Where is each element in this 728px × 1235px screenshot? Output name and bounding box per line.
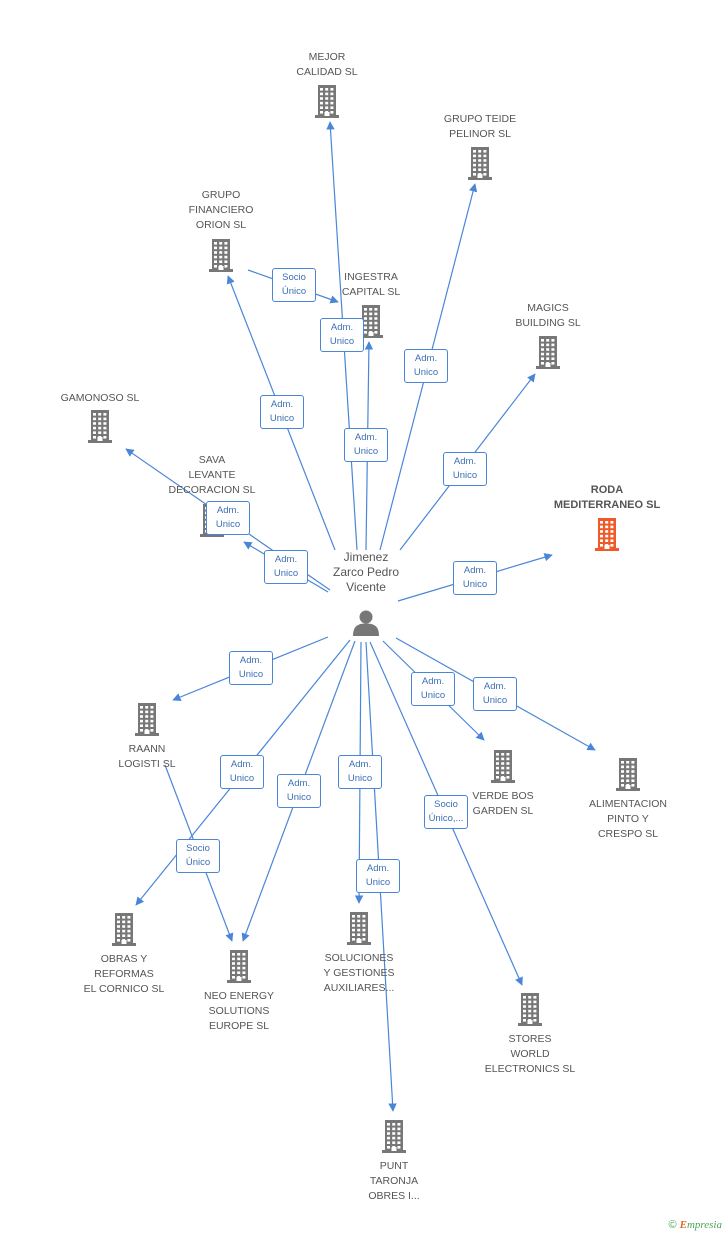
building-icon (359, 305, 383, 338)
relation-label[interactable]: Adm. Unico (453, 561, 497, 595)
copyright-symbol: © (668, 1219, 677, 1231)
relation-label[interactable]: Adm. Unico (260, 395, 304, 429)
building-icon (209, 239, 233, 272)
company-label: SOLUCIONES Y GESTIONES AUXILIARES... (323, 952, 395, 994)
empresia-logo[interactable]: ©Empresia (668, 1219, 723, 1231)
company-label: VERDE BOS GARDEN SL (472, 790, 534, 817)
company-label: PUNT TARONJA OBRES I... (368, 1160, 420, 1202)
company-label: GRUPO FINANCIERO ORION SL (188, 189, 254, 231)
building-icon (112, 913, 136, 946)
company-label: RAANN LOGISTI SL (118, 743, 176, 770)
company-label: GRUPO TEIDE PELINOR SL (443, 113, 517, 140)
relation-label[interactable]: Adm. Unico (229, 651, 273, 685)
company-label: INGESTRA CAPITAL SL (341, 271, 401, 298)
relation-label[interactable]: Socio Único,... (424, 795, 468, 829)
company-label: STORES WORLD ELECTRONICS SL (484, 1033, 576, 1075)
relation-label[interactable]: Adm. Unico (220, 755, 264, 789)
company-label: GAMONOSO SL (60, 392, 140, 404)
company-label: MAGICS BUILDING SL (515, 302, 581, 329)
building-icon (227, 950, 251, 983)
relation-label[interactable]: Socio Único (272, 268, 316, 302)
building-icon (382, 1120, 406, 1153)
relation-label[interactable]: Adm. Unico (338, 755, 382, 789)
company-label: OBRAS Y REFORMAS EL CORNICO SL (83, 953, 165, 995)
building-icon (536, 336, 560, 369)
person-name: Jimenez Zarco Pedro Vicente (332, 550, 400, 594)
person-icon (353, 610, 379, 636)
relation-label[interactable]: Adm. Unico (277, 774, 321, 808)
building-icon (468, 147, 492, 180)
company-label: MEJOR CALIDAD SL (296, 51, 358, 78)
building-icon (135, 703, 159, 736)
company-label: SAVA LEVANTE DECORACION SL (168, 454, 256, 496)
relation-label[interactable]: Adm. Unico (264, 550, 308, 584)
building-icon (595, 518, 619, 551)
building-icon (88, 410, 112, 443)
company-label: ALIMENTACION PINTO Y CRESPO SL (589, 798, 667, 840)
relation-label[interactable]: Adm. Unico (411, 672, 455, 706)
building-icon (616, 758, 640, 791)
building-icon (315, 85, 339, 118)
relation-label[interactable]: Socio Único (176, 839, 220, 873)
relation-label[interactable]: Adm. Unico (473, 677, 517, 711)
relation-label[interactable]: Adm. Unico (443, 452, 487, 486)
relation-label[interactable]: Adm. Unico (356, 859, 400, 893)
company-label: NEO ENERGY SOLUTIONS EUROPE SL (203, 990, 274, 1032)
company-label: RODA MEDITERRANEO SL (553, 484, 661, 511)
building-icon (491, 750, 515, 783)
relation-label[interactable]: Adm. Unico (344, 428, 388, 462)
building-icon (518, 993, 542, 1026)
relation-label[interactable]: Adm. Unico (404, 349, 448, 383)
building-icon (347, 912, 371, 945)
relation-label[interactable]: Adm. Unico (206, 501, 250, 535)
relation-label[interactable]: Adm. Unico (320, 318, 364, 352)
